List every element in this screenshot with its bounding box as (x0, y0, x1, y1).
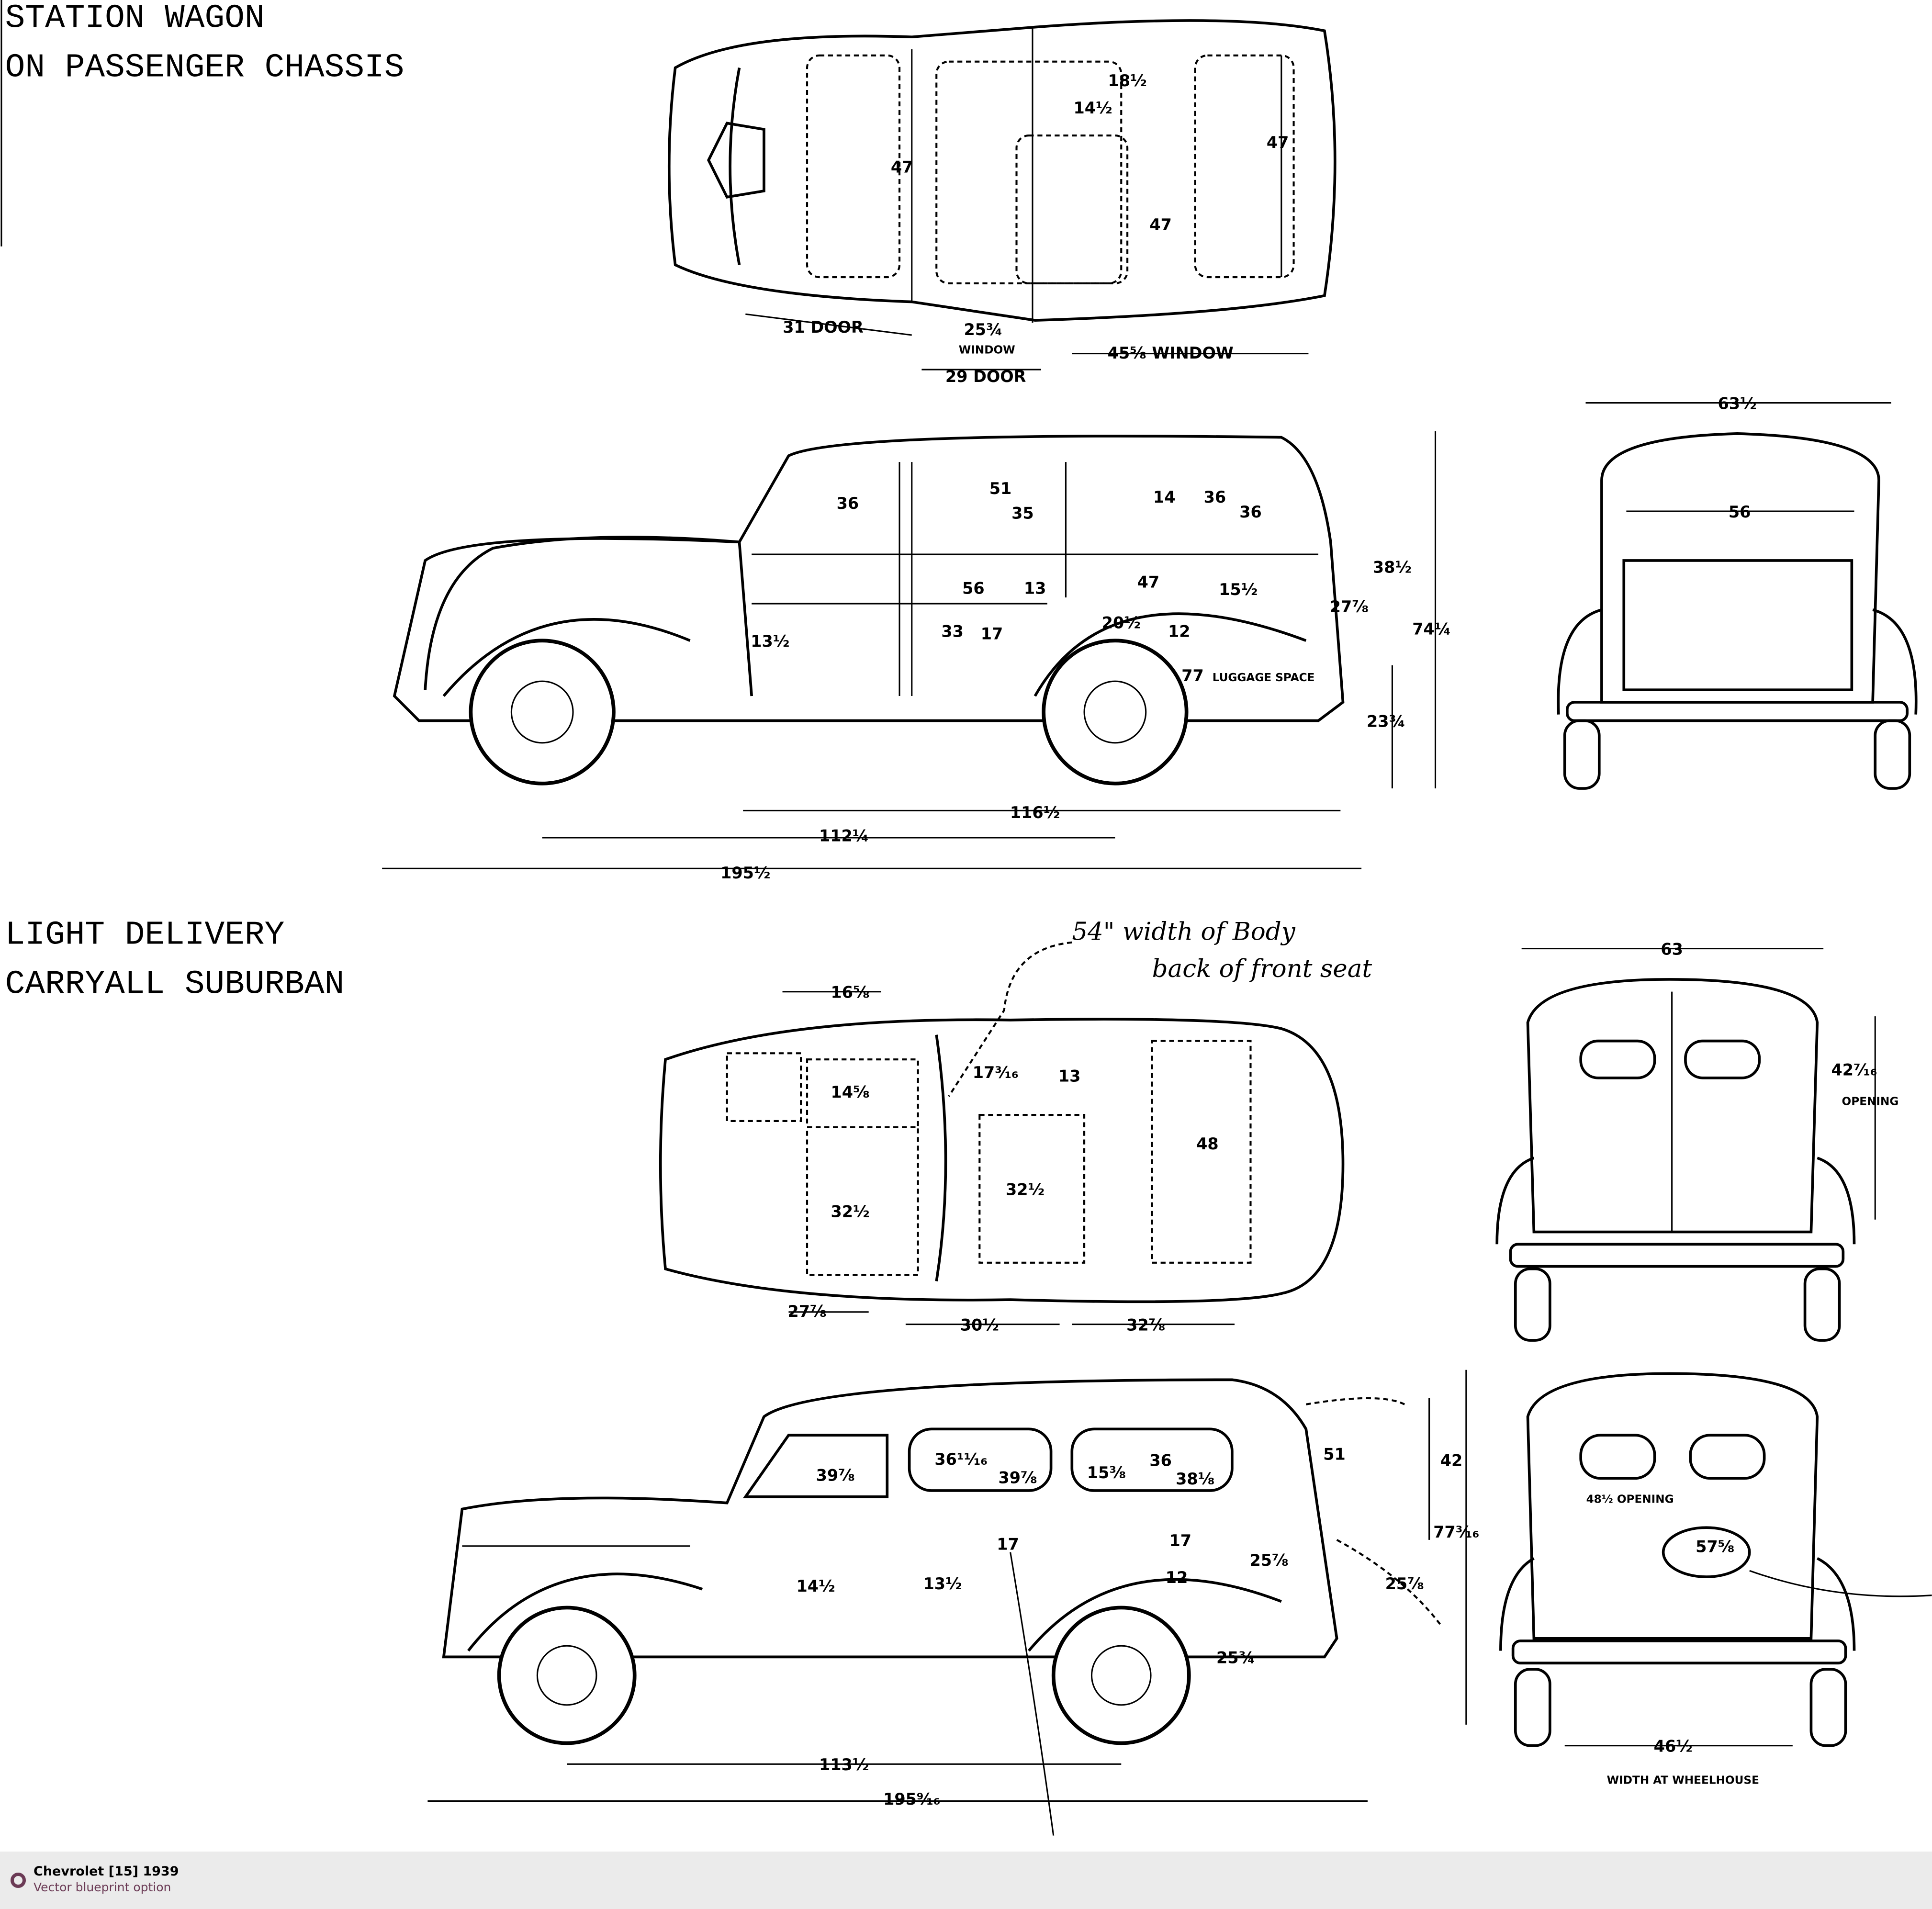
dimension-label: 195⁹⁄₁₆ (883, 1790, 940, 1808)
dimension-label: 32½ (1006, 1180, 1045, 1199)
wagon-rear-width: 63½ (1718, 394, 1756, 413)
delivery-rear-opening: 48½ OPENING (1586, 1494, 1674, 1506)
dimension-label: 13 (1024, 579, 1046, 597)
dimension-label: 47 (1267, 133, 1289, 152)
dimension-label: 27⅞ (1330, 597, 1369, 616)
dimension-label: 51 (1323, 1445, 1346, 1464)
wagon-rear-body-width: 56 (1729, 503, 1751, 521)
title-passenger-chassis: ON PASSENGER CHASSIS (5, 49, 404, 87)
footer-subtitle[interactable]: Vector blueprint option (34, 1880, 171, 1894)
dimension-label: 18½ (1108, 71, 1147, 90)
delivery-front-view (1495, 948, 1876, 1342)
dimension-label: LUGGAGE SPACE (1213, 672, 1315, 684)
dimension-label: 32½ (831, 1202, 870, 1221)
dimension-label: 15⅜ (1087, 1463, 1126, 1482)
dimension-label: 25⅞ (1385, 1574, 1424, 1593)
dimension-label: 36 (1239, 503, 1262, 521)
dimension-label: 25¾ (964, 320, 1002, 339)
wagon-side-dimensions: 36 51 35 14 36 36 38½ 27⅞ 74¼ 23¾ 116½ 1… (720, 479, 1451, 882)
wagon-top-dimensions: 47 18½ 14½ 47 47 31 DOOR 25¾ WINDOW 45⅝ … (745, 71, 1309, 386)
dimension-label: 51 (989, 479, 1012, 498)
dimension-label: 17 (997, 1535, 1019, 1553)
dimension-label: 77 (1181, 666, 1204, 685)
dimension-label: 14⅝ (831, 1083, 870, 1101)
wagon-rear-view (1557, 402, 1918, 790)
delivery-front-opening-label: OPENING (1842, 1095, 1899, 1108)
dimension-label: 17 (981, 625, 1003, 643)
dimension-label: 14½ (796, 1577, 835, 1595)
dimension-label: 38⅛ (1176, 1470, 1214, 1488)
delivery-rear-wheelhouse-width: 46½ (1654, 1737, 1693, 1756)
delivery-rear-dimension: 57⅝ (1696, 1538, 1734, 1556)
dimension-label: 14 (1153, 488, 1176, 506)
dimension-label: 47 (891, 157, 913, 176)
blueprint-sheet: STATION WAGON ON PASSENGER CHASSIS LIGHT… (0, 0, 1932, 1836)
handwritten-note-line1: 54" width of Body (1072, 918, 1295, 946)
dimension-label: 12 (1168, 622, 1191, 641)
dimension-label: 25⅞ (1250, 1551, 1289, 1570)
dimension-label: 13½ (751, 632, 789, 651)
dimension-label: 15½ (1219, 580, 1258, 599)
delivery-side-view (427, 1370, 1467, 1836)
title-station-wagon: STATION WAGON (5, 0, 265, 37)
dimension-label: 14½ (1073, 99, 1112, 117)
delivery-rear-wheelhouse-label: WIDTH AT WHEELHOUSE (1607, 1774, 1759, 1786)
wagon-top-view (667, 19, 1337, 323)
delivery-rear-view (1499, 1372, 1932, 1747)
dimension-label: 12 (1166, 1568, 1188, 1587)
delivery-side-dimensions: 39⅞ 36¹¹⁄₁₆ 39⅞ 15⅜ 36 38⅛ 51 42 77³⁄₁₆ … (796, 1445, 1479, 1809)
dimension-label: 27⅞ (787, 1302, 826, 1321)
dimension-label: 32⅞ (1126, 1315, 1165, 1334)
title-carryall-suburban: CARRYALL SUBURBAN (5, 965, 345, 1003)
dimension-label: 48 (1196, 1134, 1219, 1153)
dimension-label: 36 (1204, 488, 1226, 506)
dimension-label: 13½ (923, 1574, 962, 1593)
delivery-front-width: 63 (1661, 940, 1683, 958)
dimension-label: 30½ (960, 1315, 999, 1334)
footer-title[interactable]: Chevrolet [15] 1939 (34, 1864, 179, 1879)
dimension-label: 20½ (1102, 613, 1141, 632)
bullet-ring-icon (11, 1873, 26, 1888)
dimension-label: 77³⁄₁₆ (1433, 1523, 1479, 1541)
dimension-label: 113½ (819, 1755, 869, 1774)
footer-bar: Chevrolet [15] 1939 Vector blueprint opt… (0, 1852, 1932, 1909)
dimension-label: 38½ (1373, 558, 1412, 577)
dimension-label: 56 (962, 579, 985, 597)
dimension-label: 16⅝ (831, 983, 870, 1002)
dimension-label: 39⅞ (816, 1466, 855, 1484)
dimension-label: 47 (1137, 573, 1160, 592)
dimension-label: 39⅞ (999, 1469, 1037, 1487)
dimension-label: 17³⁄₁₆ (973, 1063, 1019, 1082)
delivery-top-dimensions: 16⅝ 17³⁄₁₆ 13 14⅝ 48 32½ 32½ 27⅞ 30½ 32⅞ (787, 983, 1218, 1335)
dimension-label: 74¼ (1412, 619, 1451, 638)
note-leader-line (948, 941, 1072, 1097)
dimension-label: 36 (837, 494, 859, 513)
dimension-label: WINDOW (959, 344, 1015, 357)
dimension-label: 47 (1149, 215, 1172, 234)
dimension-label: 36¹¹⁄₁₆ (934, 1450, 988, 1469)
dimension-label: 25¾ (1216, 1648, 1255, 1667)
dimension-label: 23¾ (1367, 712, 1405, 730)
delivery-front-opening-height: 42⁷⁄₁₆ (1831, 1061, 1877, 1079)
dimension-label: 195½ (720, 864, 770, 882)
wagon-side-view (382, 431, 1437, 869)
dimension-label: 35 (1011, 504, 1034, 522)
dimension-label: 13 (1058, 1067, 1081, 1086)
delivery-top-view (659, 991, 1345, 1325)
title-light-delivery: LIGHT DELIVERY (5, 916, 285, 954)
dimension-label: 42 (1440, 1451, 1463, 1470)
dimension-label: 33 (941, 622, 964, 641)
handwritten-note-line2: back of front seat (1152, 954, 1372, 983)
dimension-label: 17 (1169, 1531, 1192, 1550)
dimension-label: 112¼ (819, 827, 869, 845)
dimension-label: 36 (1149, 1451, 1172, 1470)
dimension-label: 116½ (1010, 803, 1060, 822)
